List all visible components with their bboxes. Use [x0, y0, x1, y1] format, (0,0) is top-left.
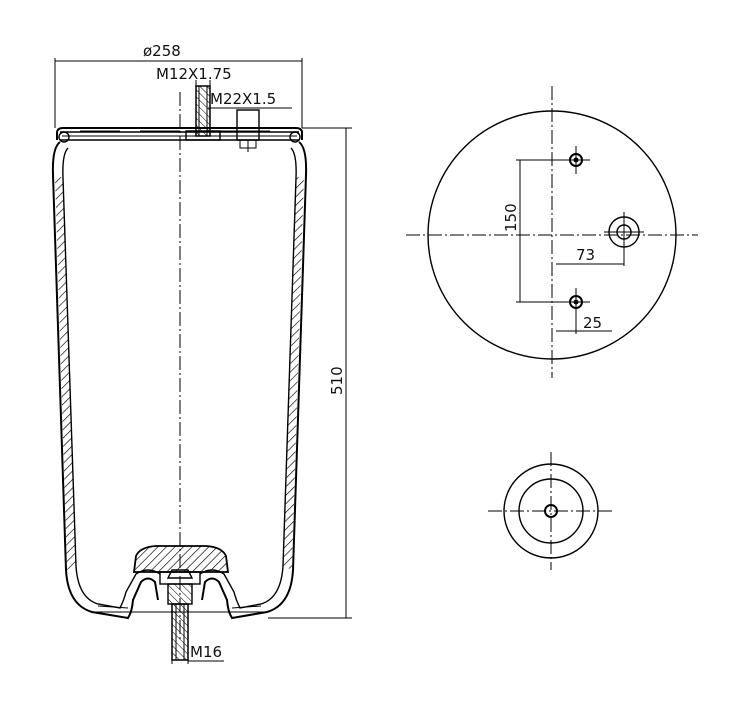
top-thread-label: M12X1.75 [156, 65, 232, 83]
air-inlet-label: M22X1.5 [210, 90, 276, 108]
top-view: 150 73 25 [406, 86, 698, 378]
bolt-offset-dimension: 25 [556, 302, 612, 334]
bottom-view [488, 452, 614, 570]
top-stud [185, 85, 221, 141]
bottom-thread-dimension: M16 [171, 643, 224, 664]
bellows-wall [51, 141, 308, 620]
inlet-offset-dimension: 73 [556, 232, 625, 266]
top-thread-dimension: M12X1.75 [156, 65, 232, 88]
air-inlet-dimension: M22X1.5 [208, 90, 292, 109]
air-inlet [236, 109, 260, 152]
bolt-offset-label: 25 [583, 314, 602, 332]
bolt-spacing-dimension: 150 [502, 159, 576, 303]
bottom-thread-label: M16 [190, 643, 222, 661]
height-dimension: 510 [268, 127, 352, 619]
diameter-dimension: ø258 [54, 42, 303, 128]
side-view: ø258 M12X1.75 M22X1.5 510 M16 [51, 42, 352, 664]
height-label: 510 [328, 366, 346, 395]
bolt-spacing-label: 150 [502, 203, 520, 232]
inlet-offset-label: 73 [576, 246, 595, 264]
diameter-label: ø258 [143, 42, 181, 60]
bump-stop [132, 545, 230, 605]
